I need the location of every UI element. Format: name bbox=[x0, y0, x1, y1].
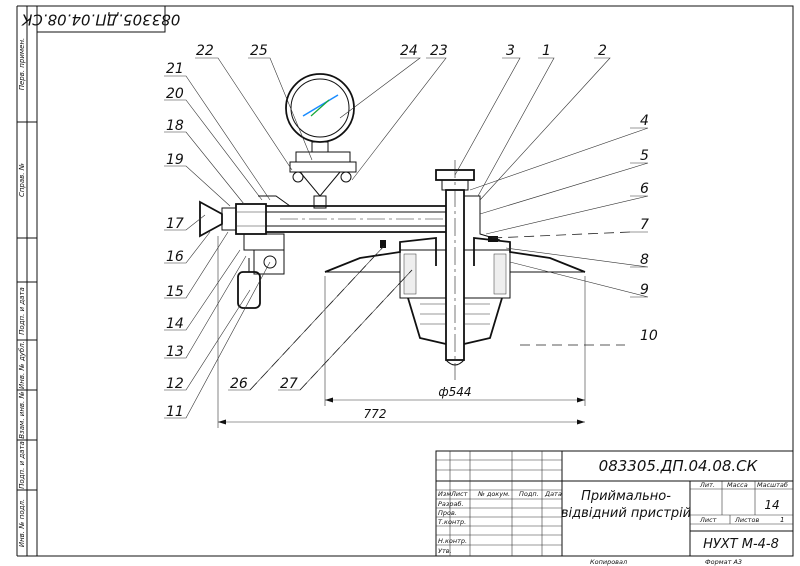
dimension-inner: ф544 bbox=[438, 385, 471, 399]
strip-label-0: Перв. примен. bbox=[18, 38, 26, 91]
leader-lines bbox=[164, 57, 649, 419]
callout-numbers: 22 25 24 23 3 1 2 21 20 18 19 17 16 15 1… bbox=[166, 43, 658, 420]
callout-8: 8 bbox=[640, 252, 649, 268]
strip-label-2: Подп. и дата bbox=[18, 287, 26, 335]
tb-hdr-lit: Лит. bbox=[699, 481, 715, 489]
strip-label-1: Справ. № bbox=[18, 163, 26, 197]
tb-hdr-sheet: Лист bbox=[699, 516, 717, 524]
tb-row-tkontr: Т.контр. bbox=[438, 518, 466, 526]
assembly-drawing: ф544 772 bbox=[164, 43, 658, 428]
callout-17: 17 bbox=[166, 216, 184, 232]
callout-23: 23 bbox=[430, 43, 448, 59]
callout-25: 25 bbox=[250, 43, 268, 59]
tb-header-date: Дата bbox=[544, 490, 562, 498]
callout-1: 1 bbox=[542, 43, 551, 59]
callout-3: 3 bbox=[506, 43, 515, 59]
top-stamp-text: 083305.ДП.04.08.СК bbox=[20, 11, 180, 29]
callout-9: 9 bbox=[640, 282, 649, 298]
housing bbox=[324, 195, 625, 346]
callout-20: 20 bbox=[166, 86, 184, 102]
dimension-lines: ф544 772 bbox=[217, 236, 586, 428]
left-strip: Перв. примен. Справ. № Подп. и дата Инв.… bbox=[16, 5, 37, 557]
callout-22: 22 bbox=[196, 43, 214, 59]
tb-header-doc: № докум. bbox=[477, 490, 510, 498]
outer-frame bbox=[36, 5, 794, 557]
tb-sheets-value: 1 bbox=[780, 516, 784, 524]
tb-org: НУХТ М-4-8 bbox=[703, 537, 779, 552]
tb-hdr-mass: Масса bbox=[727, 481, 748, 489]
tb-row-utv: Утв. bbox=[438, 547, 452, 555]
tb-name-line1: Приймально- bbox=[581, 489, 671, 504]
callout-2: 2 bbox=[598, 43, 607, 59]
tb-scale-value: 14 bbox=[764, 498, 779, 512]
callout-13: 13 bbox=[166, 344, 184, 360]
footer-copied: Копировал bbox=[590, 558, 627, 566]
callout-21: 21 bbox=[166, 61, 184, 77]
top-stamp: 083305.ДП.04.08.СК bbox=[20, 5, 180, 33]
callout-24: 24 bbox=[400, 43, 418, 59]
tb-hdr-sheets: Листов bbox=[734, 516, 759, 524]
tb-row-nkontr: Н.контр. bbox=[438, 537, 467, 545]
tb-hdr-scale: Масштаб bbox=[757, 481, 788, 489]
strip-label-5: Подп. и дата bbox=[18, 441, 26, 489]
tb-row-prov: Пров. bbox=[438, 509, 457, 517]
callout-4: 4 bbox=[640, 113, 649, 129]
callout-19: 19 bbox=[166, 152, 184, 168]
callout-5: 5 bbox=[640, 148, 649, 164]
callout-18: 18 bbox=[166, 118, 184, 134]
callout-6: 6 bbox=[640, 181, 649, 197]
dimension-outer: 772 bbox=[364, 407, 387, 421]
tb-header-list: Лист bbox=[450, 490, 468, 498]
tb-name-line2: відвідний пристрій bbox=[561, 506, 691, 521]
valve-assembly bbox=[199, 195, 291, 309]
strip-label-6: Инв. № подл. bbox=[18, 499, 26, 547]
callout-14: 14 bbox=[166, 316, 184, 332]
tb-doc-code: 083305.ДП.04.08.СК bbox=[599, 457, 759, 475]
callout-11: 11 bbox=[166, 404, 184, 420]
pressure-gauge bbox=[285, 73, 357, 209]
horizontal-pipe bbox=[266, 205, 446, 233]
callout-26: 26 bbox=[230, 376, 248, 392]
callout-16: 16 bbox=[166, 249, 184, 265]
central-pipe bbox=[435, 160, 475, 380]
tb-header-sign: Подп. bbox=[519, 490, 539, 498]
tb-header-izm: Изм bbox=[438, 490, 451, 498]
strip-label-4: Взам. инв. № bbox=[18, 391, 26, 439]
title-block: Изм Лист № докум. Подп. Дата Разраб. Про… bbox=[435, 450, 794, 557]
callout-15: 15 bbox=[166, 284, 184, 300]
tb-row-razrab: Разраб. bbox=[438, 500, 464, 508]
footer-format: Формат А3 bbox=[705, 558, 742, 566]
callout-12: 12 bbox=[166, 376, 184, 392]
strip-label-3: Инв. № дубл. bbox=[18, 341, 26, 389]
callout-7: 7 bbox=[640, 217, 649, 233]
callout-10: 10 bbox=[640, 328, 658, 344]
callout-27: 27 bbox=[280, 376, 298, 392]
